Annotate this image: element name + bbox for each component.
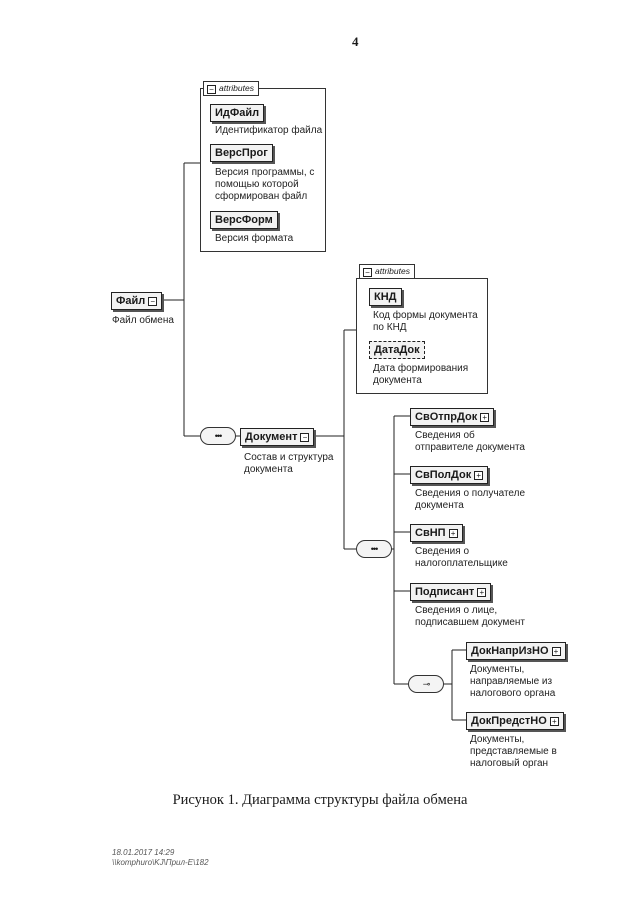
attr-doc-date[interactable]: ДатаДок <box>369 341 425 359</box>
node-docs-from-tax-office[interactable]: ДокНапрИзНО+ <box>466 642 566 660</box>
attr-id-file-desc: Идентификатор файла <box>215 125 323 136</box>
expand-icon[interactable]: + <box>477 588 487 597</box>
document-attributes-header[interactable]: −attributes <box>359 264 415 279</box>
page-footer: 18.01.2017 14:29 \\komphuro\KJ\Прил-Е\18… <box>112 848 209 867</box>
node-file-desc: Файл обмена <box>112 315 174 326</box>
expand-icon[interactable]: − <box>300 433 310 442</box>
node-taxpayer-desc: Сведения о налогоплательщике <box>415 546 508 569</box>
node-taxpayer[interactable]: СвНП+ <box>410 524 463 542</box>
attr-prog-version[interactable]: ВерсПрог <box>210 144 273 162</box>
attr-doc-date-desc: Дата формирования документа <box>373 363 469 386</box>
page-number: 4 <box>352 34 359 49</box>
attr-format-version[interactable]: ВерсФорм <box>210 211 278 229</box>
attr-knd[interactable]: КНД <box>369 288 402 306</box>
attr-knd-desc: Код формы документа по КНД <box>373 310 478 333</box>
choice-connector-icon[interactable]: ⊸ <box>408 675 444 693</box>
sequence-connector-icon[interactable]: ••• <box>200 427 236 445</box>
collapse-icon[interactable]: − <box>207 85 216 94</box>
expand-icon[interactable]: + <box>480 413 490 422</box>
node-signer-desc: Сведения о лице, подписавшем документ <box>415 605 526 628</box>
node-document-desc: Состав и структура документа <box>244 452 334 475</box>
node-document[interactable]: Документ− <box>240 428 315 446</box>
node-docs-from-tax-office-desc: Документы, направляемые из налогового ор… <box>470 664 556 699</box>
collapse-icon[interactable]: − <box>363 268 372 277</box>
expand-icon[interactable]: + <box>474 471 484 480</box>
file-attributes-header[interactable]: −attributes <box>203 81 259 96</box>
node-signer[interactable]: Подписант+ <box>410 583 492 601</box>
expand-icon[interactable]: + <box>551 647 561 656</box>
attr-format-version-desc: Версия формата <box>215 233 294 244</box>
node-recipient-desc: Сведения о получателе документа <box>415 488 526 511</box>
node-sender[interactable]: СвОтпрДок+ <box>410 408 495 426</box>
expand-icon[interactable]: + <box>549 717 559 726</box>
expand-icon[interactable]: − <box>148 297 158 306</box>
node-recipient[interactable]: СвПолДок+ <box>410 466 489 484</box>
expand-icon[interactable]: + <box>448 529 458 538</box>
figure-caption: Рисунок 1. Диаграмма структуры файла обм… <box>172 792 468 808</box>
node-file[interactable]: Файл− <box>111 292 163 310</box>
attr-id-file[interactable]: ИдФайл <box>210 104 265 122</box>
node-docs-to-tax-office-desc: Документы, представляемые в налоговый ор… <box>470 734 557 769</box>
node-sender-desc: Сведения об отправителе документа <box>415 430 525 453</box>
attr-prog-version-desc: Версия программы, с помощью которой сфор… <box>215 167 315 202</box>
sequence-connector-icon[interactable]: ••• <box>356 540 392 558</box>
node-docs-to-tax-office[interactable]: ДокПредстНО+ <box>466 712 564 730</box>
